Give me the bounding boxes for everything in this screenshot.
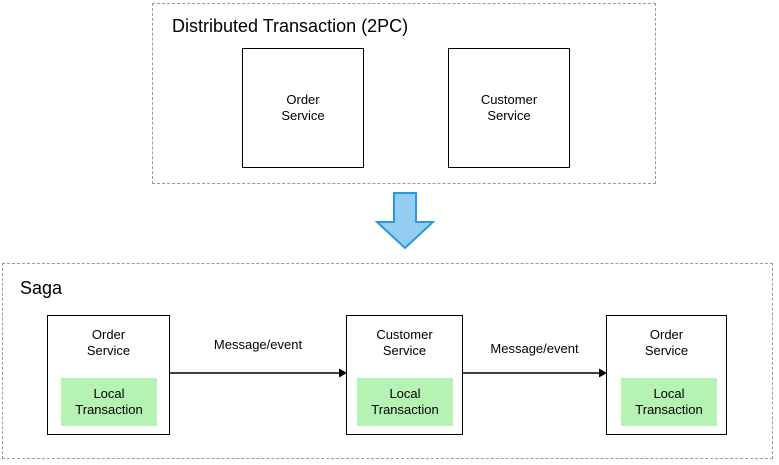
service-box-label: Order Service bbox=[281, 92, 325, 123]
service-box-order-service-saga-1: Order Service Local Transaction bbox=[47, 315, 170, 435]
service-box-label: Order Service bbox=[644, 327, 689, 358]
group-title-saga: Saga bbox=[20, 278, 63, 298]
local-transaction-block: Local Transaction bbox=[357, 378, 453, 426]
local-transaction-block: Local Transaction bbox=[621, 378, 717, 426]
service-box-label: Order Service bbox=[86, 327, 131, 358]
service-box-customer-service-saga: Customer Service Local Transaction bbox=[346, 315, 463, 435]
service-box-order-service-saga-2: Order Service Local Transaction bbox=[606, 315, 727, 435]
service-box-label: Customer Service bbox=[480, 92, 538, 123]
flow-arrow-icon-2 bbox=[462, 368, 607, 378]
flow-arrow-label-message-event-1: Message/event bbox=[213, 337, 303, 352]
flow-arrow-icon-1 bbox=[169, 368, 347, 378]
group-title-2pc: Distributed Transaction (2PC) bbox=[172, 16, 409, 36]
flow-arrow-label-message-event-2: Message/event bbox=[490, 341, 579, 356]
down-arrow-icon bbox=[374, 192, 436, 250]
local-transaction-block: Local Transaction bbox=[61, 378, 157, 426]
group-distributed-transaction-2pc: Distributed Transaction (2PC) bbox=[152, 3, 656, 184]
service-box-label: Customer Service bbox=[376, 327, 433, 358]
service-box-customer-service-2pc: Customer Service bbox=[448, 48, 570, 168]
service-box-order-service-2pc: Order Service bbox=[242, 48, 364, 168]
group-saga: Saga bbox=[2, 263, 773, 459]
